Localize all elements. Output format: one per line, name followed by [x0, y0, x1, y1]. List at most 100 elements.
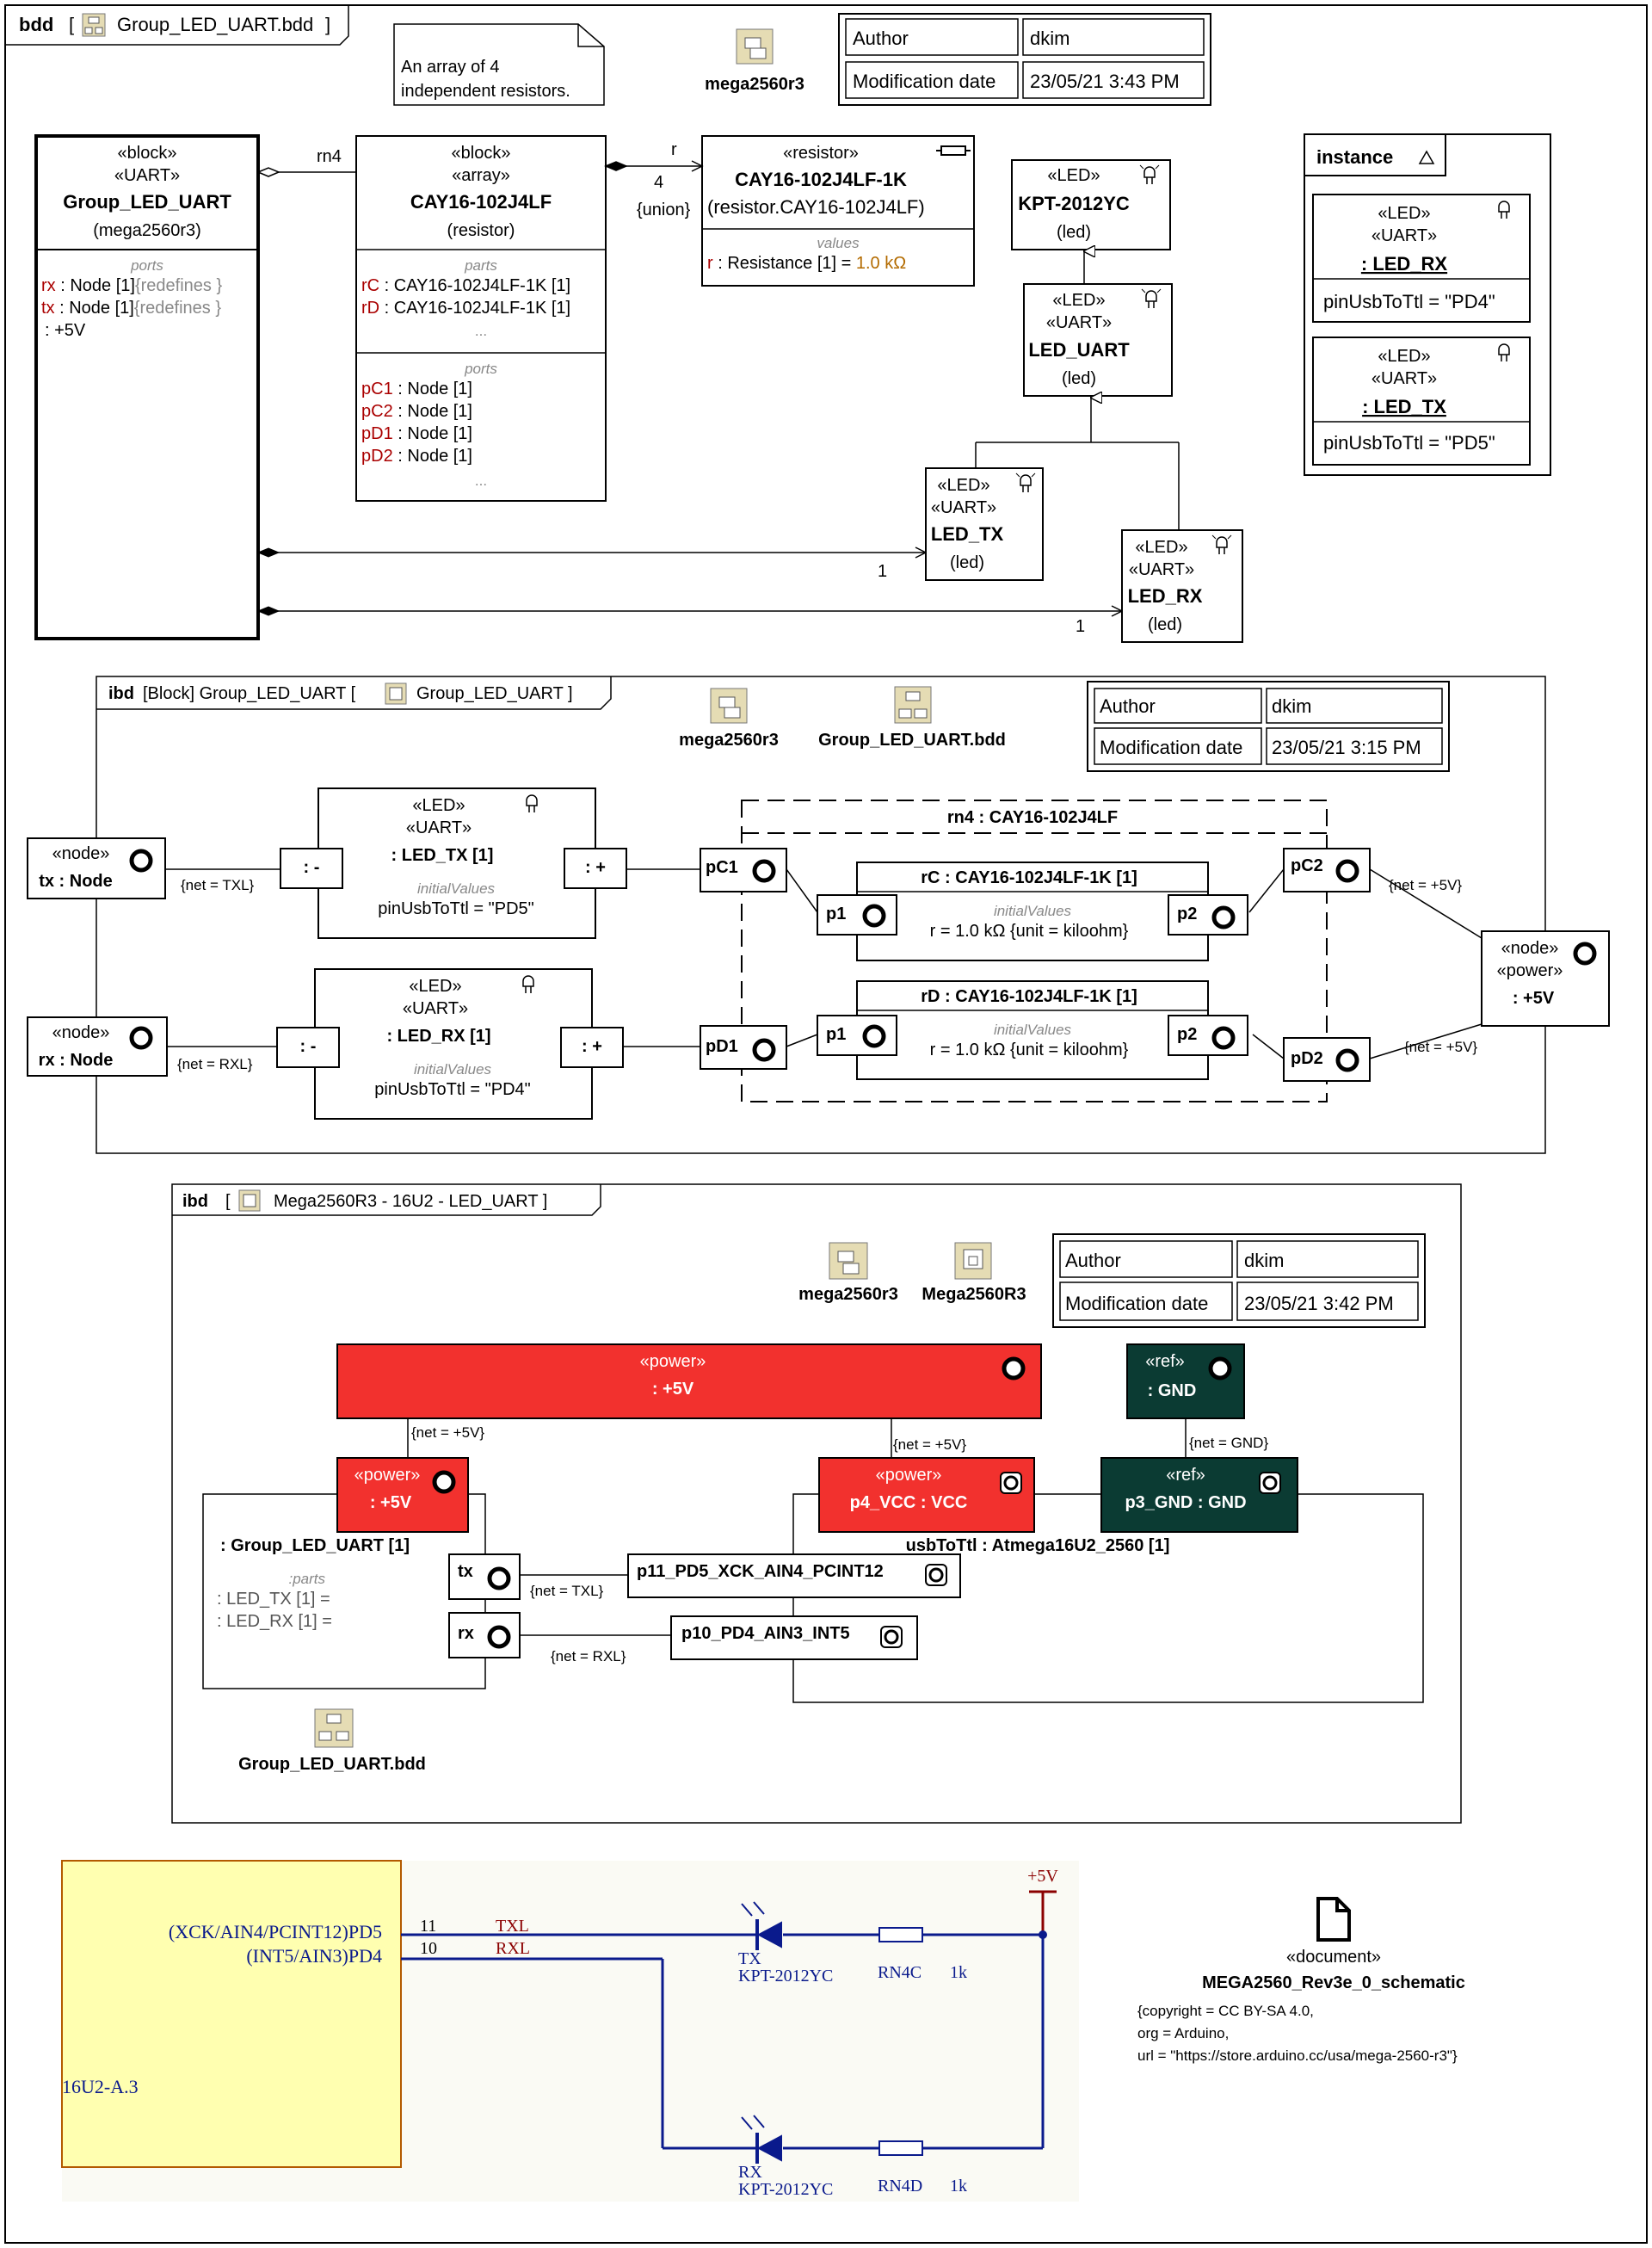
led-tx-block[interactable]: «LED» «UART» LED_TX (led) [925, 467, 1044, 581]
rx-node[interactable]: «node» rx : Node [27, 1016, 168, 1077]
svg-text:...: ... [475, 472, 487, 489]
ibd2-meta-table: Author dkim Modification date 23/05/21 3… [1052, 1233, 1426, 1328]
port-5v: : +5V [45, 321, 86, 340]
svg-text:«power»: «power» [640, 1352, 706, 1371]
led-uart-block[interactable]: «LED» «UART» LED_UART (led) [1023, 283, 1173, 397]
resistor-icon [878, 2140, 923, 2156]
svg-text:[: [ [225, 1192, 231, 1211]
led-rx-block[interactable]: «LED» «UART» LED_RX (led) [1121, 529, 1243, 643]
svg-text:: -: : - [300, 1037, 317, 1056]
svg-text:«power»: «power» [1497, 961, 1563, 980]
rn4-part[interactable]: rn4 : CAY16-102J4LF pC1 pC2 pD1 pD2 rC :… [700, 800, 1371, 1102]
array-block[interactable]: «block» «array» CAY16-102J4LF (resistor)… [355, 135, 607, 502]
schematic: (XCK/AIN4/PCINT12)PD5 (INT5/AIN3)PD4 16U… [61, 1860, 1079, 2202]
resistor-icon [878, 1927, 923, 1942]
svg-text:Modification date: Modification date [1100, 737, 1242, 758]
svg-text:: +: : + [585, 858, 606, 877]
vcc-stub [1029, 1890, 1057, 1935]
power-top[interactable]: «power» : +5V [336, 1343, 1042, 1419]
power-node[interactable]: «node» «power» : +5V [1481, 930, 1610, 1027]
rd-part: rD : CAY16-102J4LF-1K [1] initialValues … [817, 980, 1248, 1080]
port-rx: rx : Node [1]{redefines } [41, 276, 222, 295]
vcc-port: «power» p4_VCC : VCC [818, 1457, 1035, 1533]
kpt-block[interactable]: «LED» KPT-2012YC (led) [1011, 159, 1171, 250]
svg-text:p1: p1 [826, 905, 846, 923]
svg-text:: +: : + [582, 1037, 602, 1056]
svg-text:23/05/21 3:15 PM: 23/05/21 3:15 PM [1272, 737, 1421, 758]
svg-text:: LED_RX: : LED_RX [1361, 253, 1448, 275]
port-icon [752, 859, 776, 883]
svg-text:: +5V: : +5V [1513, 989, 1555, 1008]
svg-text:«UART»: «UART» [1046, 313, 1112, 332]
document-element[interactable]: «document» MEGA2560_Rev3e_0_schematic {c… [1137, 1897, 1465, 2064]
led-icon [1139, 164, 1160, 184]
svg-text:pinUsbToTtl = "PD5": pinUsbToTtl = "PD5" [1323, 432, 1495, 454]
svg-text:ibd: ibd [182, 1192, 208, 1211]
svg-text:usbToTtl : Atmega16U2_2560 [1]: usbToTtl : Atmega16U2_2560 [1] [906, 1536, 1170, 1555]
svg-text:1k: 1k [950, 2177, 967, 2196]
svg-text:pD2: pD2 [1291, 1049, 1323, 1068]
svg-text:Group_LED_UART ]: Group_LED_UART ] [416, 684, 573, 703]
svg-text:rD : CAY16-102J4LF-1K [1]: rD : CAY16-102J4LF-1K [1] [921, 987, 1137, 1006]
gnd-top[interactable]: «ref» : GND [1126, 1343, 1245, 1419]
svg-text:: LED_TX [1] =: : LED_TX [1] = [217, 1590, 330, 1609]
svg-text:«ref»: «ref» [1145, 1352, 1185, 1371]
date-label: Modification date [853, 71, 996, 92]
resistor-block[interactable]: «resistor» CAY16-102J4LF-1K (resistor.CA… [701, 135, 975, 287]
port-icon [862, 904, 886, 928]
svg-text:«power»: «power» [354, 1466, 421, 1485]
ibd-diagram-icon [385, 682, 407, 705]
svg-text:Author: Author [1065, 1250, 1121, 1271]
instance-item-rx: «LED» «UART» : LED_RX pinUsbToTtl = "PD4… [1312, 194, 1531, 323]
port-icon [1573, 942, 1597, 966]
port-icon [752, 1038, 776, 1062]
svg-text:initialValues: initialValues [994, 903, 1072, 919]
svg-text:(resistor.CAY16-102J4LF): (resistor.CAY16-102J4LF) [707, 196, 925, 218]
svg-text:10: 10 [420, 1939, 437, 1958]
svg-text:{net = GND}: {net = GND} [1189, 1435, 1268, 1451]
port-icon [129, 1026, 153, 1050]
bdd-kind: bdd [19, 14, 53, 35]
ibd2-diagram: ibd [ Mega2560R3 - 16U2 - LED_UART ] meg… [171, 1183, 1462, 1824]
svg-text:{net = TXL}: {net = TXL} [530, 1583, 604, 1599]
junction-dot [1039, 1930, 1047, 1939]
svg-text:pC1: pC1 [706, 858, 738, 877]
svg-text:Modification date: Modification date [1065, 1293, 1208, 1314]
author-value: dkim [1030, 28, 1069, 49]
block-package-icon [954, 1242, 992, 1280]
ibd1-led-rx-part[interactable]: «LED» «UART» : LED_RX [1] initialValues … [276, 968, 624, 1120]
minus-port [276, 1027, 340, 1068]
svg-text:(resistor): (resistor) [447, 221, 515, 240]
svg-text:pC1 : Node [1]: pC1 : Node [1] [361, 380, 472, 398]
svg-text:org = Arduino,: org = Arduino, [1137, 2025, 1229, 2041]
tx-node[interactable]: «node» tx : Node [27, 837, 166, 899]
svg-text:RX: RX [738, 2163, 762, 2182]
port-icon [487, 1566, 511, 1590]
svg-text:{union}: {union} [637, 201, 691, 219]
svg-text:pC2 : Node [1]: pC2 : Node [1] [361, 402, 472, 421]
svg-text:«UART»: «UART» [1129, 560, 1194, 579]
svg-text:tx : Node: tx : Node [39, 872, 113, 891]
ibd1-led-tx-part[interactable]: «LED» «UART» : LED_TX [1] initialValues … [280, 787, 627, 939]
svg-text:«LED»: «LED» [412, 796, 465, 815]
svg-text:(led): (led) [1148, 615, 1182, 634]
usb-part[interactable]: usbToTtl : Atmega16U2_2560 [1] «power» p… [627, 1457, 1424, 1703]
group-led-uart-block[interactable]: «block» «UART» Group_LED_UART (mega2560r… [34, 134, 260, 640]
package-icon [736, 28, 774, 65]
port-icon [1208, 1356, 1232, 1380]
page-border [4, 4, 1648, 2244]
bdd-bracket: [ [69, 14, 74, 35]
port-p11 [627, 1553, 961, 1598]
bdd-meta-table: Author dkim Modification date 23/05/21 3… [838, 13, 1211, 106]
document-icon [1316, 1897, 1351, 1942]
ibd1-meta-table: Author dkim Modification date 23/05/21 3… [1087, 681, 1450, 772]
svg-text:CAY16-102J4LF: CAY16-102J4LF [410, 191, 552, 213]
gnd-port: «ref» p3_GND : GND [1100, 1457, 1298, 1533]
svg-text:RN4D: RN4D [878, 2177, 922, 2196]
svg-text:(led): (led) [1062, 369, 1096, 388]
svg-text:Mega2560R3: Mega2560R3 [922, 1285, 1026, 1304]
group-part[interactable]: : Group_LED_UART [1] :parts : LED_TX [1]… [202, 1457, 521, 1689]
svg-text:RXL: RXL [496, 1939, 530, 1958]
svg-text:pinUsbToTtl = "PD4": pinUsbToTtl = "PD4" [1323, 291, 1495, 312]
svg-text:MEGA2560_Rev3e_0_schematic: MEGA2560_Rev3e_0_schematic [1202, 1973, 1465, 1992]
